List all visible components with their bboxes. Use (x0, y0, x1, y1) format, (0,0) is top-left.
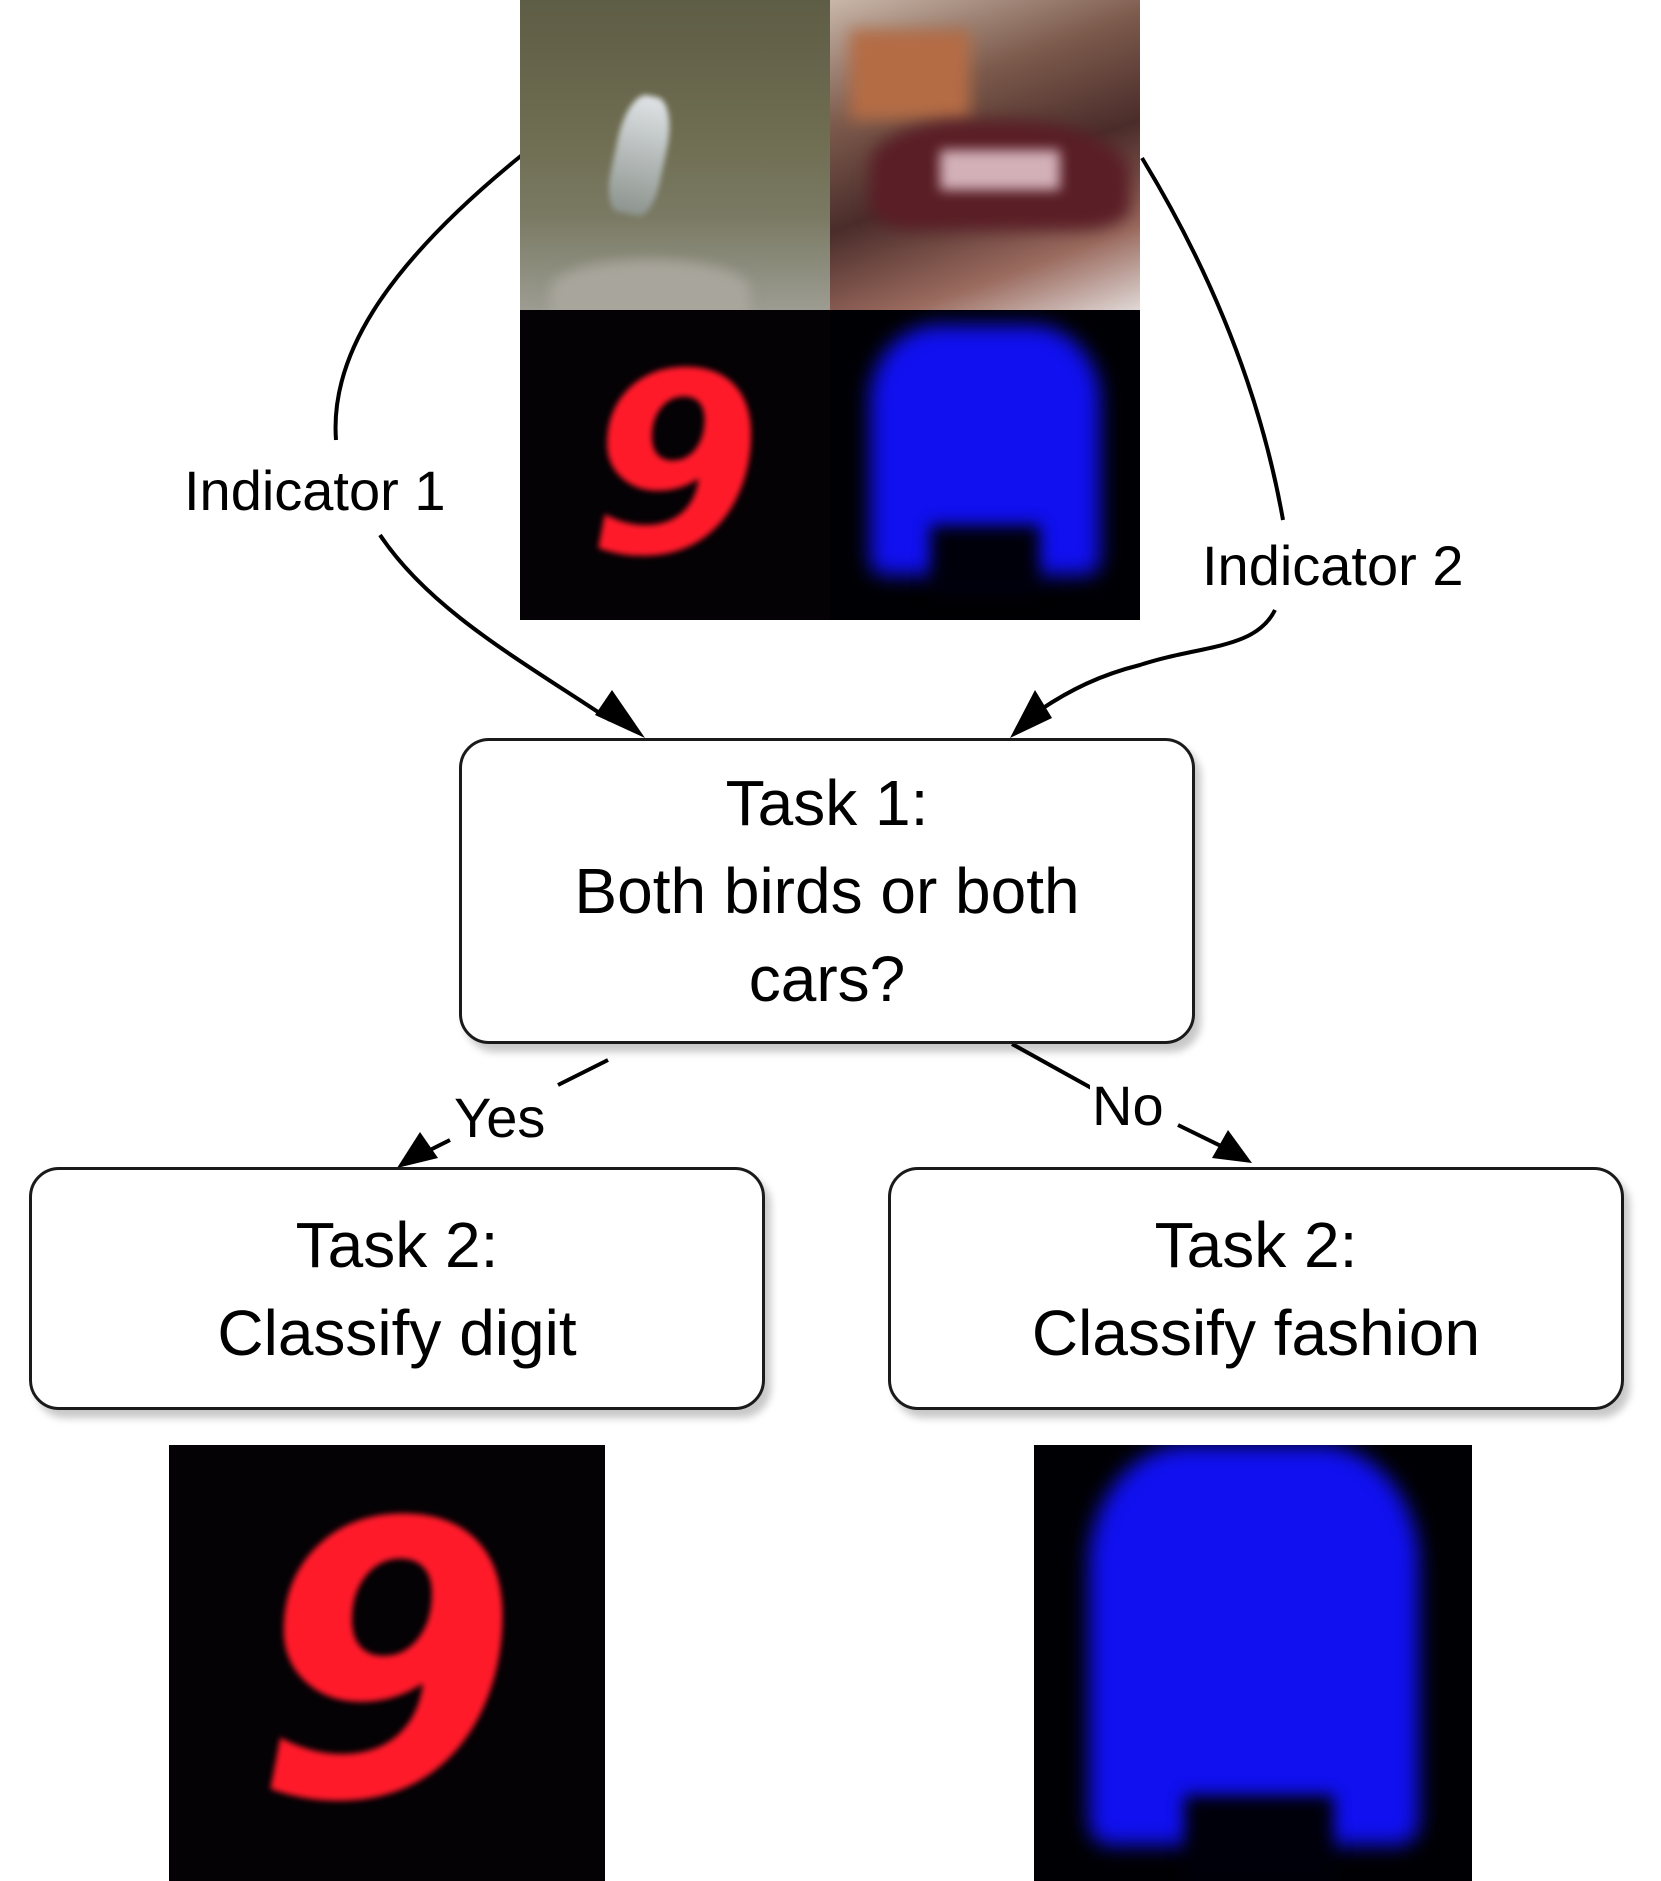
garment-hem (930, 525, 1040, 595)
digit-image-tile: 9 (520, 310, 830, 620)
output-digit-nine-glyph: 9 (254, 1445, 520, 1881)
indicator-2-label: Indicator 2 (1198, 533, 1468, 598)
indicator-1-label: Indicator 1 (180, 458, 450, 523)
no-label: No (1090, 1073, 1166, 1138)
indicator-2-arrowhead (1010, 690, 1052, 738)
yes-label: Yes (452, 1085, 548, 1150)
task-1-box: Task 1: Both birds or both cars? (459, 738, 1195, 1044)
output-digit-image: 9 (169, 1445, 605, 1881)
yes-arrow (429, 1058, 609, 1152)
indicator-1-arrowhead (595, 690, 645, 738)
output-garment-figure (1089, 1445, 1419, 1845)
no-arrow (1011, 1042, 1226, 1150)
car-window (940, 150, 1060, 190)
car-roof (850, 30, 970, 120)
fashion-image-tile (830, 310, 1140, 620)
bird-perch (550, 260, 750, 310)
task-1-question-line-2: cars? (748, 943, 906, 1015)
task-2-digit-title: Task 2: (295, 1208, 499, 1281)
task-2-digit-body: Classify digit (217, 1296, 577, 1369)
indicator-1-arrow (333, 153, 612, 722)
digit-nine-glyph: 9 (588, 319, 762, 611)
no-arrowhead (1212, 1130, 1252, 1163)
task-2-digit-box: Task 2: Classify digit (29, 1167, 765, 1410)
output-garment-hem (1184, 1795, 1334, 1881)
input-composite-image: 9 (520, 0, 1140, 620)
car-image-tile (830, 0, 1140, 310)
bird-image-tile (520, 0, 830, 310)
task-2-fashion-body: Classify fashion (1031, 1296, 1481, 1369)
task-1-title: Task 1: (725, 767, 929, 839)
output-fashion-image (1034, 1445, 1472, 1881)
task-2-fashion-box: Task 2: Classify fashion (888, 1167, 1624, 1410)
task-1-question-line-1: Both birds or both (574, 855, 1080, 927)
yes-arrowhead (397, 1132, 438, 1168)
indicator-2-arrow (1038, 156, 1285, 712)
task-2-fashion-title: Task 2: (1154, 1208, 1358, 1281)
bird-figure (603, 91, 677, 219)
